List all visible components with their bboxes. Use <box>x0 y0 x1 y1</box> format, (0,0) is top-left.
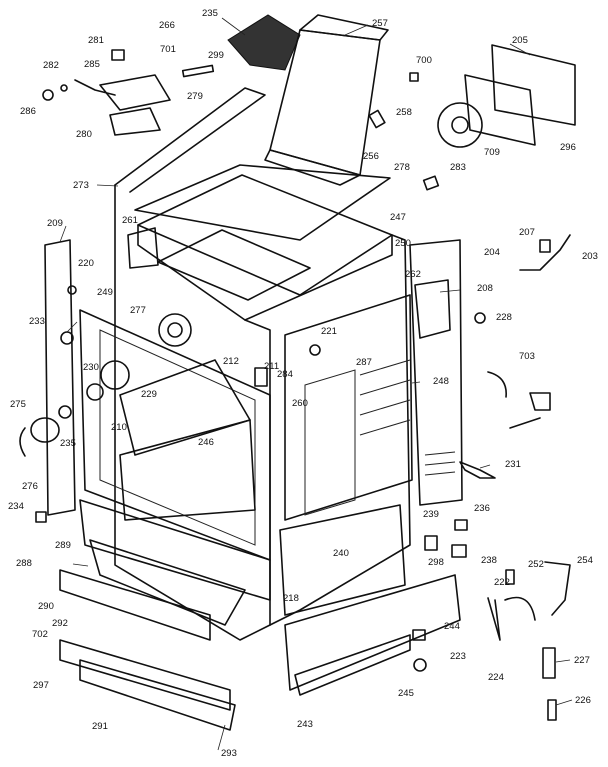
part-label: 291 <box>92 721 108 732</box>
part-label: 284 <box>277 369 293 380</box>
part-label: 296 <box>560 142 576 153</box>
part-label: 276 <box>22 481 38 492</box>
part-label: 285 <box>84 59 100 70</box>
part-label: 218 <box>283 593 299 604</box>
part-label: 212 <box>223 356 239 367</box>
part-label: 235 <box>202 8 218 19</box>
part-label: 228 <box>496 312 512 323</box>
part-label: 223 <box>450 651 466 662</box>
part-label: 205 <box>512 35 528 46</box>
part-label: 211 <box>264 361 279 372</box>
small-parts <box>19 44 576 721</box>
part-label: 260 <box>292 398 308 409</box>
part-label: 235 <box>60 438 76 449</box>
part-label: 709 <box>484 147 500 158</box>
part-label: 297 <box>33 680 49 691</box>
part-label: 236 <box>474 503 490 514</box>
part-label: 224 <box>488 672 504 683</box>
part-labels: 235 257 205 266 281 701 299 282 285 279 … <box>8 8 598 759</box>
part-label: 226 <box>575 695 591 706</box>
part-label: 248 <box>433 376 449 387</box>
part-label: 254 <box>577 555 593 566</box>
part-label: 244 <box>444 621 460 632</box>
part-label: 246 <box>198 437 214 448</box>
part-label: 257 <box>372 18 388 29</box>
part-label: 282 <box>43 60 59 71</box>
part-label: 298 <box>428 557 444 568</box>
part-label: 261 <box>122 215 138 226</box>
part-label: 227 <box>574 655 590 666</box>
part-label: 287 <box>356 357 372 368</box>
part-label: 252 <box>528 559 544 570</box>
part-label: 700 <box>416 55 432 66</box>
part-label: 207 <box>519 227 535 238</box>
part-label: 222 <box>494 577 510 588</box>
part-label: 288 <box>16 558 32 569</box>
range-body <box>44 87 463 731</box>
valve-assembly <box>42 49 215 136</box>
part-label: 278 <box>394 162 410 173</box>
part-label: 249 <box>97 287 113 298</box>
part-label: 204 <box>484 247 500 258</box>
part-label: 238 <box>481 555 497 566</box>
part-label: 262 <box>405 269 421 280</box>
part-label: 281 <box>88 35 104 46</box>
part-label: 702 <box>32 629 48 640</box>
part-label: 203 <box>582 251 598 262</box>
part-label: 280 <box>76 129 92 140</box>
part-label: 247 <box>390 212 406 223</box>
part-label: 283 <box>450 162 466 173</box>
part-label: 208 <box>477 283 493 294</box>
part-label: 293 <box>221 748 237 759</box>
part-label: 299 <box>208 50 224 61</box>
part-label: 286 <box>20 106 36 117</box>
part-label: 256 <box>363 151 379 162</box>
part-label: 233 <box>29 316 45 327</box>
part-label: 701 <box>160 44 176 55</box>
part-label: 245 <box>398 688 414 699</box>
part-label: 703 <box>519 351 535 362</box>
part-label: 277 <box>130 305 146 316</box>
part-label: 289 <box>55 540 71 551</box>
part-label: 275 <box>10 399 26 410</box>
part-label: 234 <box>8 501 24 512</box>
leader-lines <box>59 17 573 751</box>
part-label: 243 <box>297 719 313 730</box>
part-label: 209 <box>47 218 63 229</box>
part-label: 240 <box>333 548 349 559</box>
part-label: 266 <box>159 20 175 31</box>
part-label: 210 <box>111 422 127 433</box>
part-label: 229 <box>141 389 157 400</box>
part-label: 292 <box>52 618 68 629</box>
part-label: 250 <box>395 238 411 249</box>
part-label: 231 <box>505 459 521 470</box>
part-label: 279 <box>187 91 203 102</box>
part-label: 220 <box>78 258 94 269</box>
flue-assembly <box>227 14 389 186</box>
part-label: 258 <box>396 107 412 118</box>
part-label: 239 <box>423 509 439 520</box>
part-label: 221 <box>321 326 337 337</box>
part-label: 230 <box>83 362 99 373</box>
part-label: 290 <box>38 601 54 612</box>
part-label: 273 <box>73 180 89 191</box>
